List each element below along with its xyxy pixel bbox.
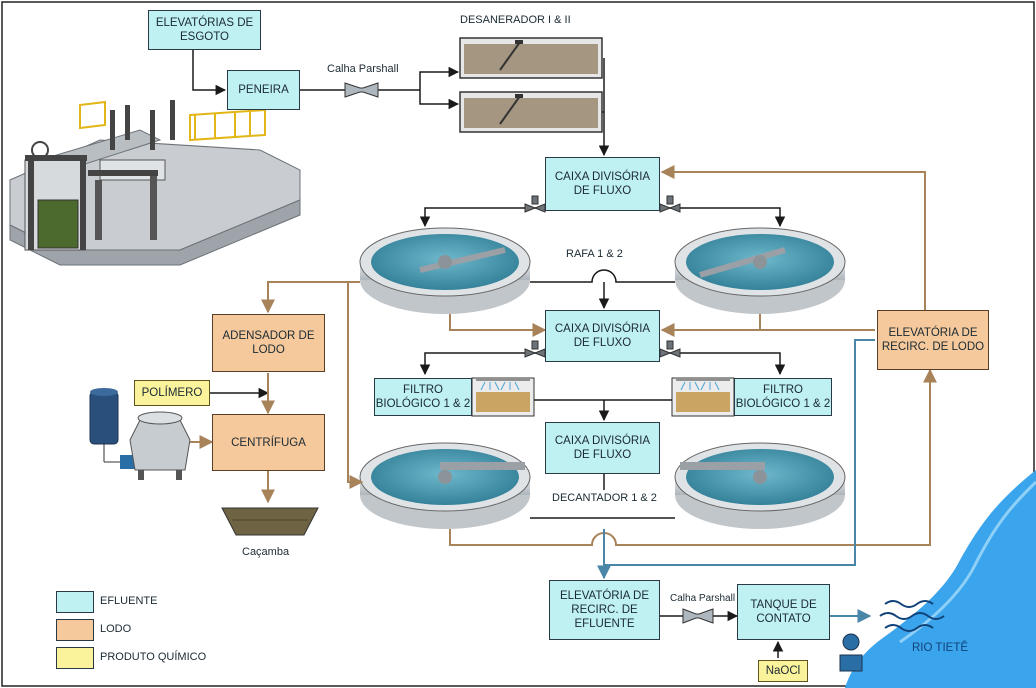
filtro-right-illustration <box>671 377 735 417</box>
calha-parshall-2-label: Calha Parshall <box>670 593 736 604</box>
naocl-box: NaOCl <box>758 660 808 682</box>
legend-swatch-efluente <box>56 591 94 613</box>
tanque-contato-box: TANQUE DE CONTATO <box>737 584 830 640</box>
elevatoria-recirc-lodo-box: ELEVATÓRIA DE RECIRC. DE LODO <box>877 310 989 370</box>
adensador-lodo-box: ADENSADOR DE LODO <box>212 314 325 372</box>
cacamba-illustration <box>221 507 319 536</box>
decantador-tank-left <box>359 442 531 529</box>
decantador-tank-right <box>674 442 846 529</box>
filtro-left-illustration <box>471 377 535 417</box>
river-highlight <box>899 480 1036 644</box>
polimero-box: POLÍMERO <box>134 380 210 406</box>
legend-label-produto-quimico: PRODUTO QUÍMICO <box>100 651 207 663</box>
rafa-tank-left <box>359 227 531 314</box>
desanerador-label: DESANERADOR I & II <box>460 14 571 26</box>
desanerador-tanks <box>459 37 603 133</box>
elevatorias-esgoto-box: ELEVATÓRIAS DE ESGOTO <box>148 10 261 50</box>
peneira-box: PENEIRA <box>227 70 300 110</box>
legend-swatch-lodo <box>56 619 94 641</box>
rafa-label: RAFA 1 & 2 <box>566 248 623 260</box>
legend-label-efluente: EFLUENTE <box>100 595 158 607</box>
elevatoria-recirc-efluente-box: ELEVATÓRIA DE RECIRC. DE EFLUENTE <box>549 580 660 640</box>
centrifuge-illustration <box>89 388 191 480</box>
calha-parshall-1-shape <box>344 82 379 98</box>
caixa-divisoria-2-box: CAIXA DIVISÓRIA DE FLUXO <box>545 310 660 362</box>
caixa-divisoria-1-box: CAIXA DIVISÓRIA DE FLUXO <box>545 157 660 211</box>
cacamba-label: Caçamba <box>242 546 290 558</box>
centrifuga-box: CENTRÍFUGA <box>212 414 325 471</box>
headworks-illustration <box>9 100 301 266</box>
river-shape <box>845 470 1036 688</box>
efluente-recirc-lines <box>597 339 875 623</box>
calha-parshall-2-shape <box>682 608 714 624</box>
decantador-label: DECANTADOR 1 & 2 <box>552 492 657 504</box>
legend-swatch-produto-quimico <box>56 647 94 669</box>
caixa-divisoria-3-box: CAIXA DIVISÓRIA DE FLUXO <box>545 422 660 474</box>
filtro-biologico-right-box: FILTRO BIOLÓGICO 1 & 2 <box>734 378 832 416</box>
rio-tiete-label: RIO TIETÊ <box>912 642 969 654</box>
rafa-tank-right <box>674 227 846 314</box>
efluente-lines <box>192 50 786 658</box>
legend-label-lodo: LODO <box>100 623 132 635</box>
river-waves-icon <box>879 600 945 632</box>
pump-illustration <box>839 633 863 672</box>
filtro-biologico-left-box: FILTRO BIOLÓGICO 1 & 2 <box>374 378 472 416</box>
calha-parshall-1-label: Calha Parshall <box>327 63 399 75</box>
